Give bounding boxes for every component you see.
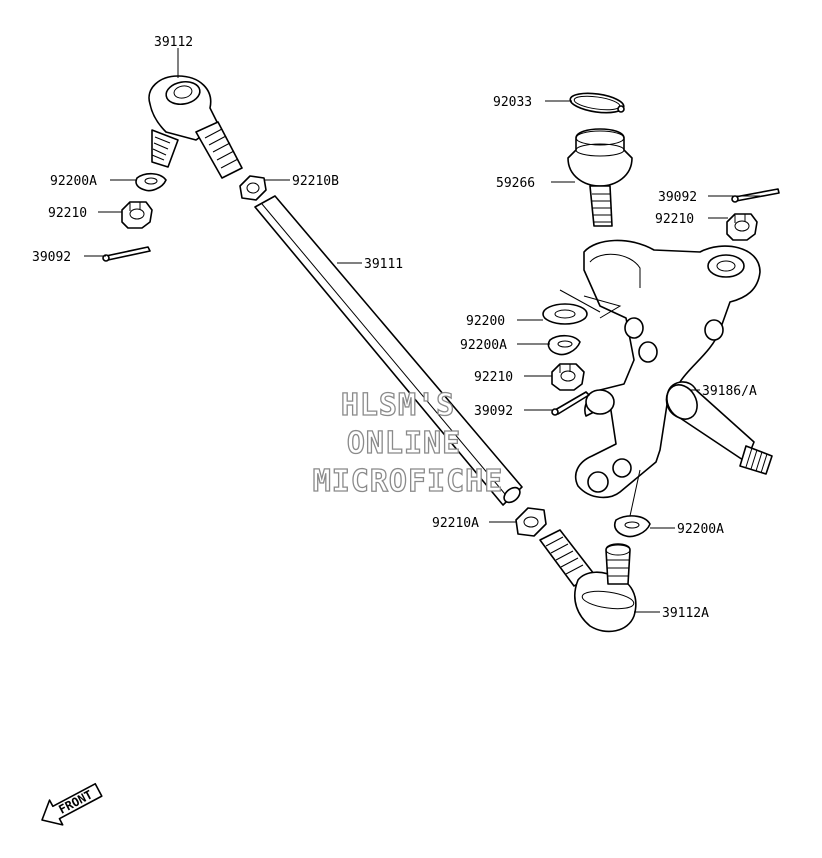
label-39112[interactable]: 39112: [154, 35, 193, 50]
watermark-line-2: ONLINE: [347, 426, 461, 461]
front-label: FRONT: [56, 787, 94, 816]
washer-92200a-top[interactable]: [135, 172, 167, 192]
watermark: HLSM'S ONLINE MICROFICHE: [312, 387, 504, 499]
washer-92200-mid[interactable]: [542, 303, 588, 325]
cotter-pin-39092-mid[interactable]: [551, 391, 590, 416]
label-92033[interactable]: 92033: [493, 95, 532, 110]
castle-nut-92210-top-left[interactable]: [121, 201, 153, 229]
label-39092-mid[interactable]: 39092: [474, 404, 513, 419]
label-92200a-bottom[interactable]: 92200A: [677, 522, 724, 537]
castle-nut-92210-top-right[interactable]: [726, 213, 758, 241]
ball-joint-59266[interactable]: [567, 128, 633, 227]
label-92210-mid[interactable]: 92210: [474, 370, 513, 385]
label-39111[interactable]: 39111: [364, 257, 403, 272]
label-39186a[interactable]: 39186/A: [702, 384, 757, 399]
cotter-pin-39092-top-left[interactable]: [102, 246, 151, 262]
tie-rod-end-bottom[interactable]: [539, 529, 637, 633]
watermark-line-1: HLSM'S: [341, 388, 455, 423]
label-92210-top-left[interactable]: 92210: [48, 206, 87, 221]
label-92200a-mid[interactable]: 92200A: [460, 338, 507, 353]
tie-rod[interactable]: [254, 195, 523, 506]
part-labels: 39112 92033 59266 39092 92210 92200A 922…: [32, 35, 757, 621]
steering-knuckle-39186a[interactable]: [574, 239, 773, 499]
label-39092-top-right[interactable]: 39092: [658, 190, 697, 205]
washer-92200a-mid[interactable]: [547, 334, 581, 356]
label-39112a[interactable]: 39112A: [662, 606, 709, 621]
leader-lines: [84, 48, 760, 613]
label-92210b[interactable]: 92210B: [292, 174, 339, 189]
label-92200[interactable]: 92200: [466, 314, 505, 329]
label-92210a[interactable]: 92210A: [432, 516, 479, 531]
washer-92200a-bottom[interactable]: [613, 515, 651, 538]
label-92210-top-right[interactable]: 92210: [655, 212, 694, 227]
front-arrow-badge: FRONT: [41, 782, 103, 826]
snap-ring-92033[interactable]: [569, 90, 625, 115]
watermark-line-3: MICROFICHE: [313, 464, 504, 499]
tie-rod-end-top[interactable]: [148, 75, 243, 179]
lock-nut-92210b[interactable]: [239, 175, 267, 201]
castle-nut-92210-mid[interactable]: [551, 363, 585, 391]
label-39092-top-left[interactable]: 39092: [32, 250, 71, 265]
label-59266[interactable]: 59266: [496, 176, 535, 191]
label-92200a-top[interactable]: 92200A: [50, 174, 97, 189]
lock-nut-92210a[interactable]: [515, 507, 547, 537]
